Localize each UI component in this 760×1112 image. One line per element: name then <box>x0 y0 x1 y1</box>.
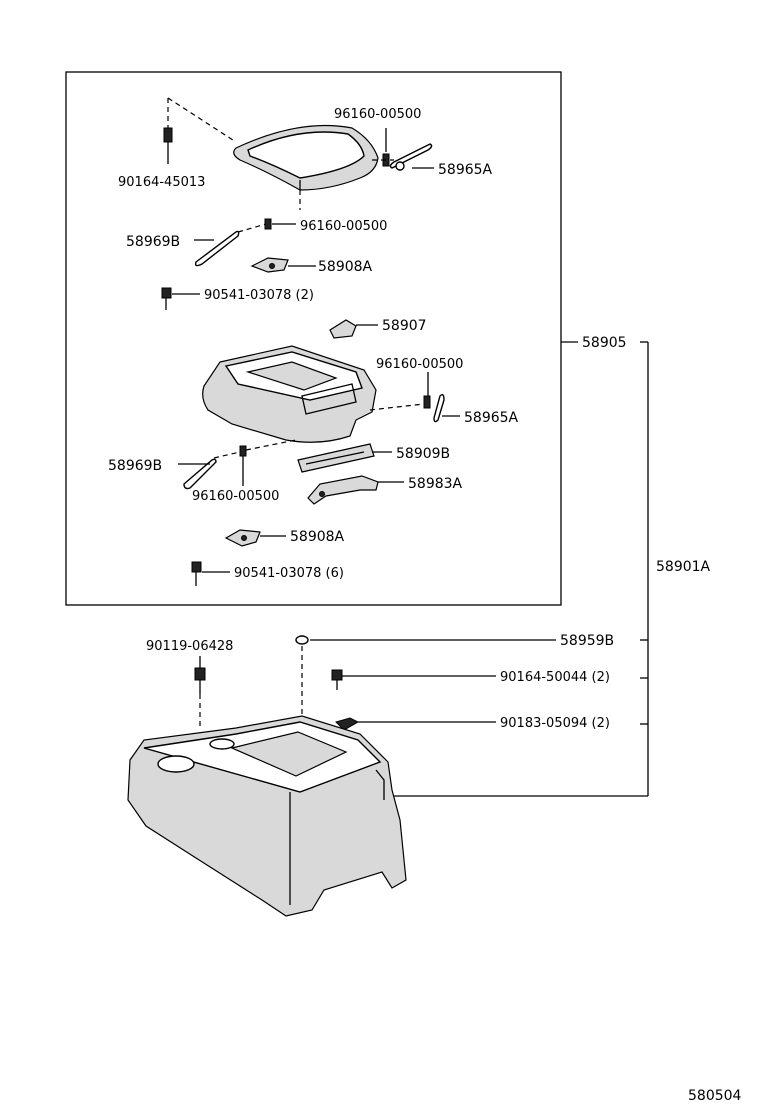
spring-mid <box>264 218 272 230</box>
lever-58983A <box>307 475 379 505</box>
screw-90164-50044 <box>331 669 343 690</box>
latch-58907 <box>329 319 357 339</box>
label-96160-00500-c: 96160-00500 <box>376 357 463 372</box>
label-58983A: 58983A <box>408 476 463 492</box>
label-58969B-b: 58969B <box>108 458 162 474</box>
label-58969B-a: 58969B <box>126 234 180 250</box>
label-58908A-a: 58908A <box>318 259 373 275</box>
label-58959B: 58959B <box>560 633 614 649</box>
clip-58908A-top <box>250 257 289 273</box>
label-90164-45013: 90164-45013 <box>118 175 205 190</box>
hinge-58965A-top <box>389 143 433 171</box>
spring-right <box>423 395 431 409</box>
hinge-58969B-lower <box>183 458 217 490</box>
label-58965A-a: 58965A <box>438 162 493 178</box>
screw-90541-2 <box>161 287 172 310</box>
label-90183-05094: 90183-05094 (2) <box>500 716 610 731</box>
diagram-code: 580504 <box>688 1088 742 1104</box>
screw-90541-6 <box>191 561 202 586</box>
label-90541-03078-6: 90541-03078 (6) <box>234 566 344 581</box>
label-58909B: 58909B <box>396 446 450 462</box>
label-96160-00500-b: 96160-00500 <box>300 219 387 234</box>
label-58905: 58905 <box>582 335 627 351</box>
label-90541-03078-2: 90541-03078 (2) <box>204 288 314 303</box>
bracket-58909B <box>297 443 375 473</box>
spring-lower <box>239 445 247 457</box>
hinge-58969B-top <box>194 230 240 267</box>
subassembly-frame <box>65 71 562 606</box>
label-58908A-b: 58908A <box>290 529 345 545</box>
console-box <box>202 345 377 443</box>
label-58907: 58907 <box>382 318 427 334</box>
label-58901A: 58901A <box>656 559 711 575</box>
bolt-90119-06428 <box>194 656 206 694</box>
hinge-58965A-right <box>433 393 445 423</box>
clip-58908A-lower <box>224 529 261 547</box>
armrest-lid <box>233 124 379 191</box>
label-90164-50044: 90164-50044 (2) <box>500 670 610 685</box>
label-96160-00500-d: 96160-00500 <box>192 489 279 504</box>
screw-90164-45013 <box>163 127 173 164</box>
clip-58959B <box>295 635 309 645</box>
console-body <box>127 715 407 917</box>
label-96160-00500-a: 96160-00500 <box>334 107 421 122</box>
label-90119-06428: 90119-06428 <box>146 639 233 654</box>
label-58965A-b: 58965A <box>464 410 519 426</box>
